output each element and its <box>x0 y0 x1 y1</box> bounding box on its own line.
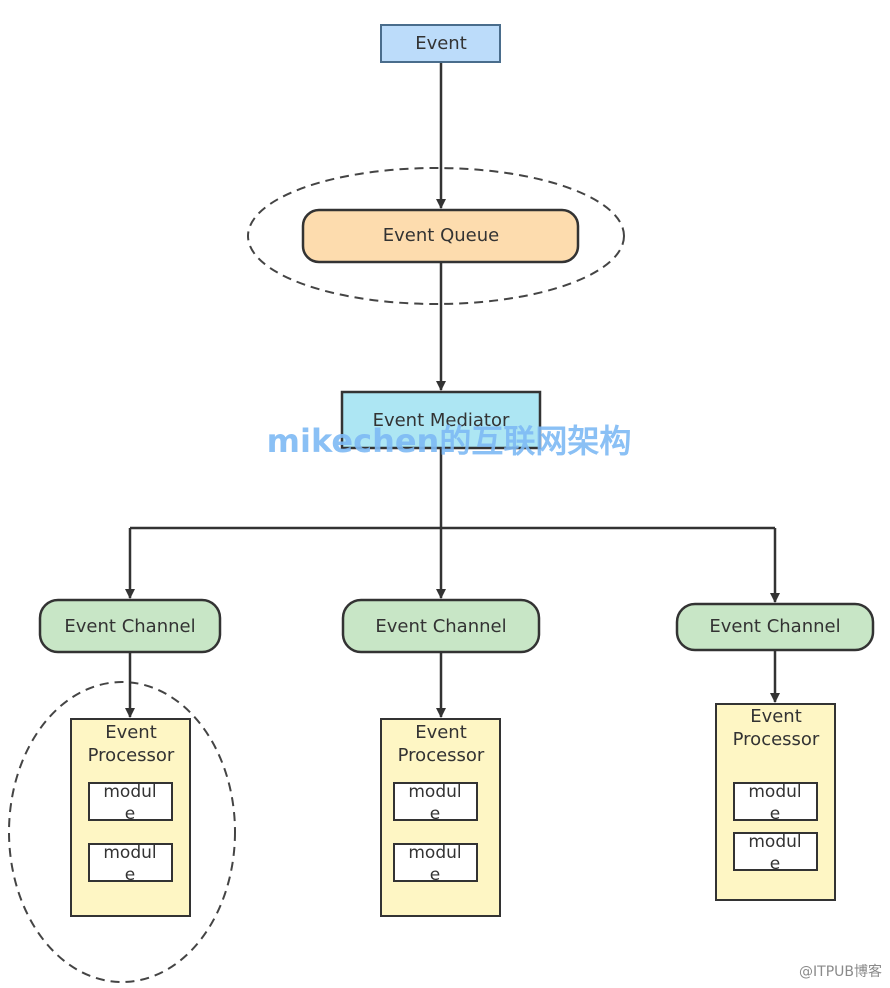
module-3b-box <box>733 832 818 871</box>
module-2a-box <box>393 782 478 821</box>
event-processor-3-label-line2: Processor <box>733 729 820 750</box>
module-1b-label-line1: modul <box>103 843 156 863</box>
event-processor-3-label-line1: Event <box>750 706 802 727</box>
module-3a-label-line2: e <box>770 804 780 824</box>
module-2b-box <box>393 843 478 882</box>
module-1b-box <box>88 843 173 882</box>
module-1a-label-line1: modul <box>103 782 156 802</box>
event-channel-3-box <box>675 602 875 652</box>
event-queue-label: Event Queue <box>383 225 499 246</box>
module-3b-label-line2: e <box>770 854 780 874</box>
event-mediator-node: Event Mediator <box>340 390 542 450</box>
event-channel-2: Event Channel <box>341 598 541 654</box>
queue-highlight-ellipse <box>247 167 625 305</box>
module-3b-label-line1: modul <box>748 832 801 852</box>
connectors <box>125 62 780 718</box>
event-processor-1-label-line1: Event <box>105 722 157 743</box>
center-watermark: mikechen的互联网架构 <box>267 422 632 460</box>
event-processor-3: Event Processor modul e modul e <box>715 703 836 901</box>
module-1b-label-line2: e <box>125 865 135 885</box>
module-1a-label-line2: e <box>125 804 135 824</box>
module-2b-label-line1: modul <box>408 843 461 863</box>
event-channel-3: Event Channel <box>675 602 875 652</box>
event-processor-2: Event Processor modul e modul e <box>380 718 501 917</box>
module-3a-label-line1: modul <box>748 782 801 802</box>
module-3a-box <box>733 782 818 821</box>
event-mediator-box <box>340 390 542 450</box>
event-channel-1-box <box>38 598 222 654</box>
event-mediator-label: Event Mediator <box>373 410 510 431</box>
event-processor-1: Event Processor modul e modul e <box>70 718 191 917</box>
module-2b-label-line2: e <box>430 865 440 885</box>
corner-watermark: @ITPUB博客 <box>799 963 882 980</box>
event-label: Event <box>415 33 467 54</box>
event-queue-box <box>301 208 580 264</box>
event-channel-1: Event Channel <box>38 598 222 654</box>
event-node: Event <box>380 24 501 63</box>
event-processor-2-label-line1: Event <box>415 722 467 743</box>
event-channel-2-label: Event Channel <box>375 616 506 637</box>
module-1a-box <box>88 782 173 821</box>
event-channel-2-box <box>341 598 541 654</box>
module-2a-label-line1: modul <box>408 782 461 802</box>
event-queue-node: Event Queue <box>301 208 580 264</box>
event-channel-3-label: Event Channel <box>709 616 840 637</box>
processor-highlight-ellipse <box>8 681 236 983</box>
event-channel-1-label: Event Channel <box>64 616 195 637</box>
event-box <box>380 24 501 63</box>
module-2a-label-line2: e <box>430 804 440 824</box>
event-processor-2-label-line2: Processor <box>398 745 485 766</box>
event-processor-1-label-line2: Processor <box>88 745 175 766</box>
